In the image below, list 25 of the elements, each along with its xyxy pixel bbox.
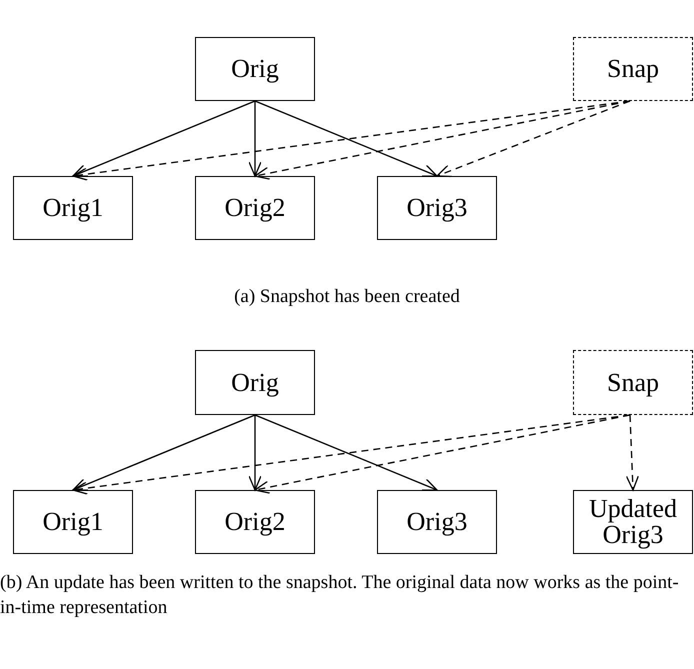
- volume-box: Orig2: [195, 176, 315, 240]
- arrow: [248, 101, 262, 177]
- arrow: [72, 414, 256, 491]
- volume-box: Orig: [195, 37, 315, 101]
- dashed-arrow: [436, 100, 630, 178]
- dashed-arrow: [254, 414, 630, 494]
- dashed-arrow: [72, 100, 630, 181]
- arrow: [254, 414, 438, 491]
- arrow: [254, 100, 438, 177]
- snapshot-box: Snap: [573, 37, 693, 101]
- snapshot-box: Snap: [573, 350, 693, 415]
- dashed-arrow: [254, 100, 630, 180]
- dashed-arrow: [626, 414, 640, 491]
- figure-caption: (a) Snapshot has been created: [233, 285, 461, 309]
- arrow: [248, 415, 262, 491]
- volume-box: Orig3: [377, 490, 497, 554]
- volume-box: Orig1: [13, 176, 133, 240]
- arrow: [72, 100, 256, 177]
- figure-caption: (b) An update has been written to the snapshot. The original data now works as the point-in-time representation: [0, 571, 680, 620]
- volume-box: Orig2: [195, 490, 315, 554]
- volume-box: Orig1: [13, 490, 133, 554]
- dashed-arrow: [72, 414, 630, 495]
- volume-box: Orig3: [377, 176, 497, 240]
- volume-box: Updated Orig3: [573, 490, 693, 554]
- volume-box: Orig: [195, 350, 315, 415]
